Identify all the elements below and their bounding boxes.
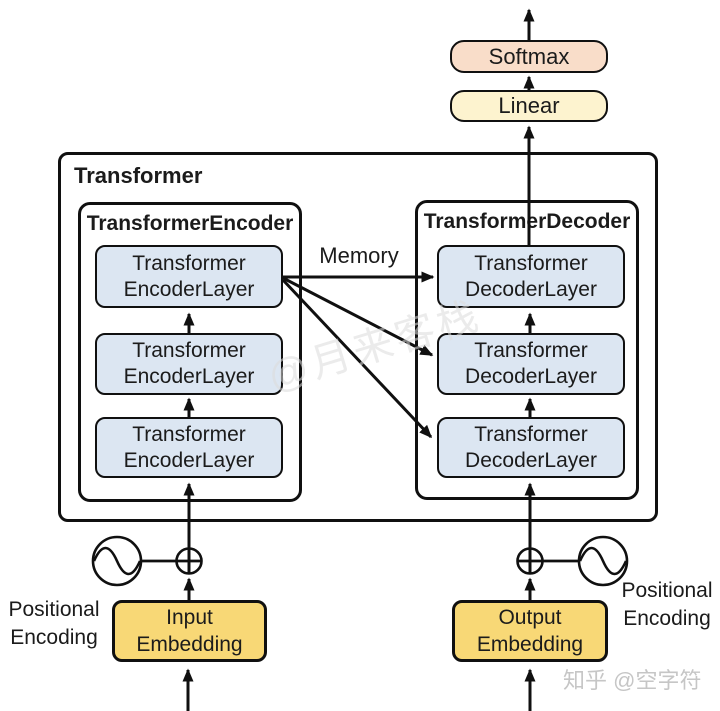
output-embedding-line1: Output — [498, 606, 562, 629]
decoder-layer-3-line1: Transformer — [474, 422, 588, 446]
add-circle-icon-left — [175, 547, 203, 575]
sine-wave-icon-right — [578, 546, 628, 576]
transformer-frame — [58, 152, 658, 522]
input-embedding-box: Input Embedding — [112, 600, 267, 662]
watermark-bottom-right: 知乎 @空字符 — [563, 668, 702, 693]
encoder-layer-2-line2: EncoderLayer — [123, 365, 255, 388]
encoder-layer-2-line1: Transformer — [132, 339, 246, 362]
linear-box: Linear — [450, 90, 608, 122]
transformer-label: Transformer — [74, 163, 203, 188]
positional-left-line2: Encoding — [10, 626, 98, 649]
decoder-layer-2-line1: Transformer — [474, 339, 588, 362]
linear-label: Linear — [498, 93, 560, 118]
positional-encoding-label-right: Positional Encoding — [614, 577, 720, 633]
encoder-layer-3-line2: EncoderLayer — [123, 448, 255, 472]
encoder-layer-3-line1: Transformer — [132, 422, 246, 446]
encoder-layer-2: Transformer EncoderLayer — [95, 333, 283, 395]
positional-right-line1: Positional — [621, 579, 713, 602]
encoder-layer-3: Transformer EncoderLayer — [95, 417, 283, 478]
encoder-layer-1: Transformer EncoderLayer — [95, 245, 283, 308]
sine-circle-icon-left — [91, 535, 143, 587]
input-embedding-line2: Embedding — [136, 633, 243, 656]
decoder-layer-1-line1: Transformer — [474, 251, 588, 275]
memory-label: Memory — [319, 243, 399, 268]
decoder-layer-1-line2: DecoderLayer — [465, 277, 597, 301]
encoder-title: TransformerEncoder — [86, 212, 294, 235]
decoder-layer-1: Transformer DecoderLayer — [437, 245, 625, 308]
decoder-layer-2: Transformer DecoderLayer — [437, 333, 625, 395]
output-embedding-line2: Embedding — [476, 633, 584, 656]
softmax-box: Softmax — [450, 40, 608, 73]
encoder-layer-1-line2: EncoderLayer — [123, 277, 255, 301]
add-circle-icon-right — [516, 547, 544, 575]
output-embedding-box: Output Embedding — [452, 600, 608, 662]
decoder-layer-2-line2: DecoderLayer — [465, 365, 597, 388]
positional-left-line1: Positional — [8, 598, 100, 621]
decoder-layer-3: Transformer DecoderLayer — [437, 417, 625, 478]
decoder-title: TransformerDecoder — [423, 210, 631, 233]
encoder-layer-1-line1: Transformer — [132, 251, 246, 275]
softmax-label: Softmax — [488, 43, 570, 69]
positional-encoding-label-left: Positional Encoding — [0, 596, 108, 652]
input-embedding-line1: Input — [166, 606, 213, 629]
sine-wave-icon-left — [92, 546, 142, 576]
positional-right-line2: Encoding — [623, 607, 711, 630]
decoder-layer-3-line2: DecoderLayer — [465, 448, 597, 472]
